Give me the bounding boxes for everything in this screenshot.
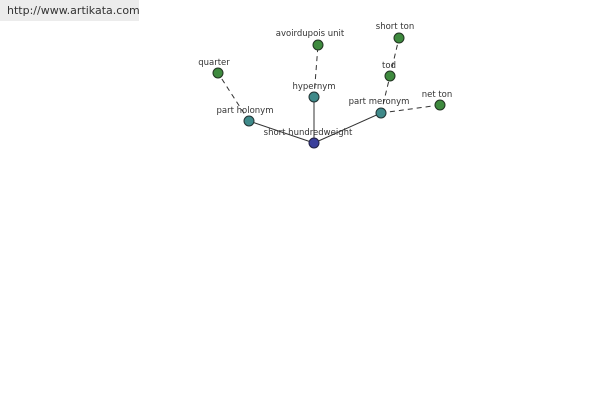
- label-short-hundredweight: short hundredweight: [264, 128, 353, 138]
- watermark-banner: http://www.artikata.com: [0, 0, 140, 21]
- node-part-meronym[interactable]: [375, 107, 387, 119]
- label-tod: tod: [382, 61, 396, 71]
- label-avoirdupois-unit: avoirdupois unit: [276, 29, 345, 39]
- node-avoirdupois-unit[interactable]: [312, 39, 324, 51]
- label-quarter: quarter: [198, 58, 230, 68]
- node-short-hundredweight[interactable]: [308, 137, 320, 149]
- label-short-ton: short ton: [376, 22, 414, 32]
- label-part-meronym: part meronym: [349, 97, 410, 107]
- node-part-holonym[interactable]: [243, 115, 255, 127]
- node-net-ton[interactable]: [434, 99, 446, 111]
- node-hypernym[interactable]: [308, 91, 320, 103]
- edge-center-holonym: [248, 120, 315, 144]
- edge-center-meronym: [313, 112, 382, 144]
- edge-meronym-net-ton: [380, 104, 441, 114]
- edge-tod-short-ton: [389, 37, 400, 77]
- label-hypernym: hypernym: [292, 82, 335, 92]
- label-part-holonym: part holonym: [217, 106, 274, 116]
- edge-holonym-quarter: [217, 72, 250, 122]
- edge-meronym-tod: [380, 75, 391, 114]
- label-net-ton: net ton: [422, 90, 453, 100]
- watermark-url: http://www.artikata.com: [7, 4, 140, 17]
- node-tod[interactable]: [384, 70, 396, 82]
- node-quarter[interactable]: [212, 67, 224, 79]
- node-short-ton[interactable]: [393, 32, 405, 44]
